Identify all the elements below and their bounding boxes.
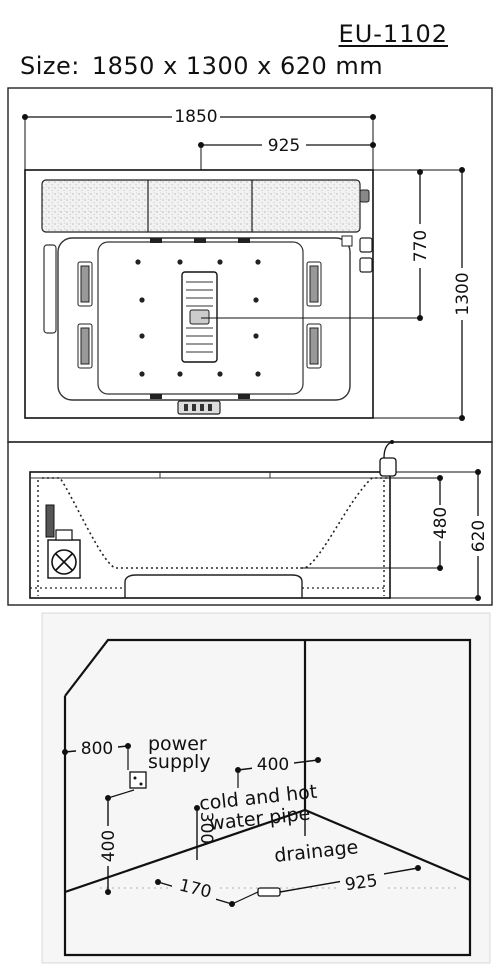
- label-power-2: supply: [148, 751, 211, 773]
- size-spec: Size: 1850 x 1300 x 620 mm: [20, 52, 383, 80]
- side-jets-right: [306, 261, 322, 369]
- dim-400-top: 400: [257, 755, 289, 775]
- side-jets-left: [77, 261, 93, 369]
- install-view-frame: [41, 612, 491, 964]
- size-label: Size:: [20, 52, 80, 80]
- dim-925: 925: [344, 871, 379, 895]
- basin-profile: [42, 477, 388, 569]
- dim-width: 1850: [174, 107, 217, 127]
- air-jets: [135, 259, 261, 377]
- label-power-1: power: [148, 733, 207, 755]
- power-outlet-icon: [129, 771, 147, 789]
- faucet: [379, 440, 397, 477]
- dim-770: 770: [411, 230, 431, 262]
- dim-300: 300: [196, 812, 216, 844]
- side-view-frame: [7, 441, 493, 606]
- headrest-panels: [41, 179, 361, 233]
- model-number: EU-1102: [338, 20, 448, 48]
- dim-800: 800: [81, 739, 113, 759]
- dim-depth: 1300: [453, 272, 473, 315]
- dim-480: 480: [431, 507, 451, 539]
- dim-half-width: 925: [268, 136, 300, 156]
- size-value: 1850 x 1300 x 620 mm: [91, 52, 384, 80]
- install-view: 800 power supply 400 400 300 cold and ho…: [62, 638, 472, 957]
- drain-icon: [257, 887, 281, 897]
- pump-motor: [45, 504, 81, 579]
- top-view: 1850 925: [22, 106, 473, 421]
- side-view: 480 620: [29, 440, 489, 601]
- header: EU-1102 Size: 1850 x 1300 x 620 mm: [0, 0, 500, 90]
- dim-400-left: 400: [99, 830, 119, 862]
- tub-side-outline: [29, 471, 391, 599]
- dim-height: 620: [469, 520, 489, 552]
